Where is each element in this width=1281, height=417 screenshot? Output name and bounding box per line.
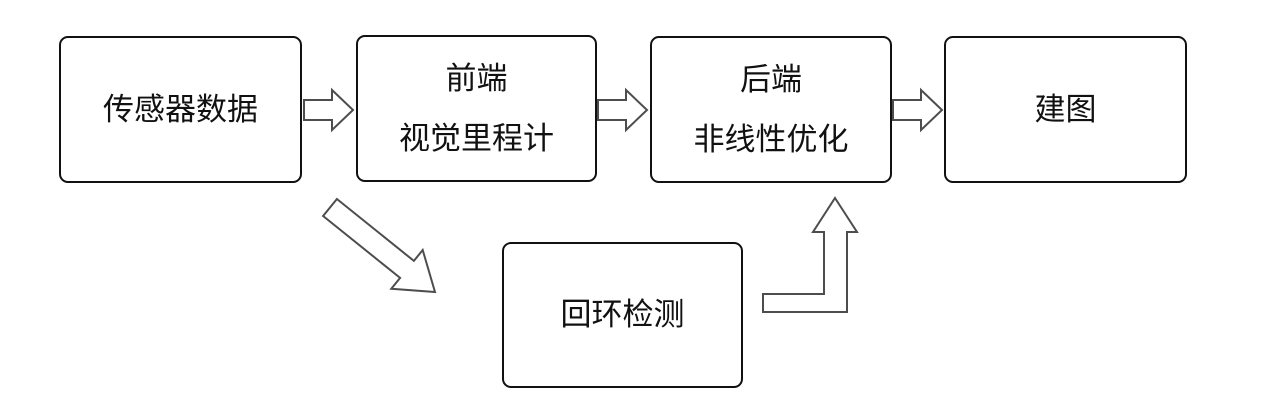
node-backend-label-line2: 非线性优化 <box>693 121 849 157</box>
arrow-loop-to-backend-icon <box>762 196 859 313</box>
arrow-frontend-to-loop-icon <box>321 197 437 294</box>
node-loop-closure: 回环检测 <box>502 242 743 388</box>
node-backend-optimization: 后端 非线性优化 <box>650 36 892 183</box>
arrow-sensor-to-frontend-icon <box>303 87 355 133</box>
arrow-frontend-to-backend-icon <box>597 87 649 133</box>
node-frontend-vo-label-line1: 前端 <box>445 60 508 96</box>
node-mapping: 建图 <box>944 36 1187 183</box>
node-mapping-label: 建图 <box>1034 91 1097 127</box>
arrow-backend-to-mapping-icon <box>892 87 944 133</box>
node-frontend-vo: 前端 视觉里程计 <box>356 35 597 182</box>
node-sensor-data-label: 传感器数据 <box>103 91 258 127</box>
node-frontend-vo-label-line2: 视觉里程计 <box>399 120 554 156</box>
node-sensor-data: 传感器数据 <box>59 36 302 183</box>
node-backend-label-line1: 后端 <box>740 61 802 97</box>
node-loop-closure-label: 回环检测 <box>560 297 685 332</box>
